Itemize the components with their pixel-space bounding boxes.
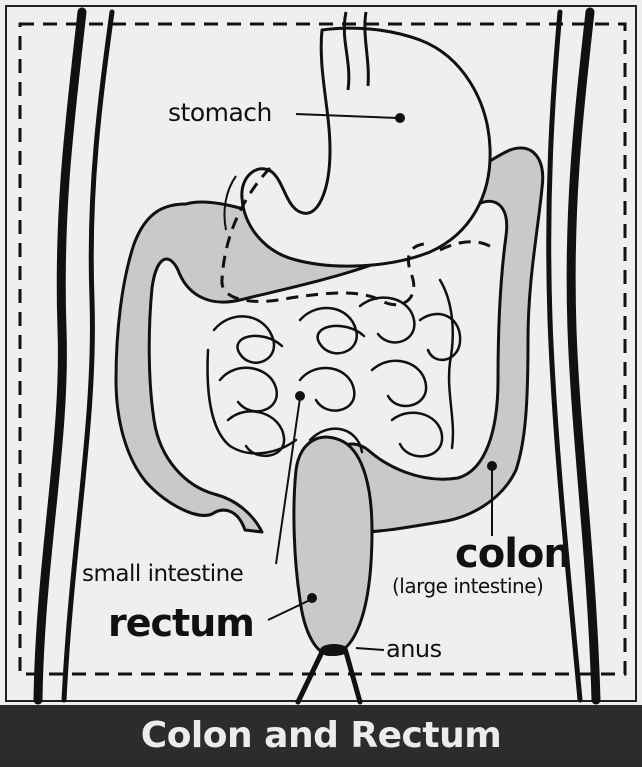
label-stomach: stomach	[168, 100, 272, 125]
body-outline-right	[549, 12, 596, 700]
label-rectum: rectum	[108, 604, 254, 642]
rectum-shape	[294, 437, 372, 654]
small-intestine-coils	[208, 280, 461, 456]
label-colon: colon	[455, 534, 571, 574]
caption-banner: Colon and Rectum	[0, 705, 642, 767]
stomach-shape	[242, 28, 490, 266]
anus-shape	[320, 644, 348, 656]
pelvis-line-left	[298, 652, 322, 702]
label-small-intestine: small intestine	[82, 563, 243, 586]
pelvis-line-right	[346, 652, 360, 702]
anatomy-illustration	[0, 0, 642, 705]
body-outline-left	[38, 12, 112, 700]
label-large-intestine: (large intestine)	[392, 576, 543, 596]
label-anus: anus	[386, 637, 442, 661]
